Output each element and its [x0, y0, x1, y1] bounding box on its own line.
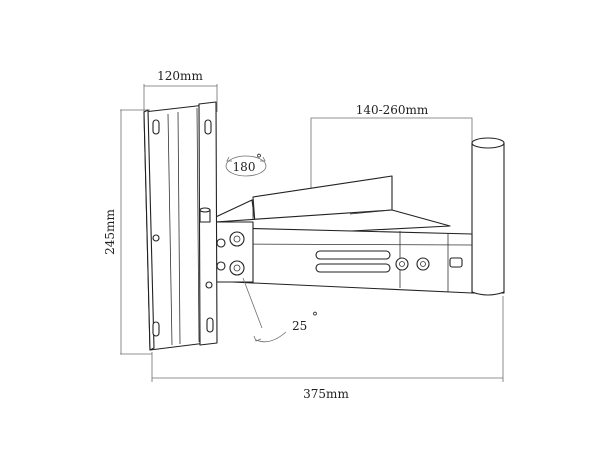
wall-plate	[143, 101, 218, 351]
extension-label: 140-260mm	[356, 103, 429, 117]
dimension-depth: 375mm	[151, 296, 504, 401]
swivel-angle-annotation: 180 °	[225, 152, 267, 177]
mounting-pole	[471, 137, 505, 296]
swivel-pin	[199, 207, 211, 223]
tilt-value: 25	[292, 319, 307, 333]
arm-bolts	[395, 257, 463, 271]
dimension-width-120: 120mm	[143, 69, 218, 112]
swivel-degree: °	[256, 152, 262, 166]
width-label: 120mm	[157, 69, 203, 83]
telescopic-arm	[231, 227, 473, 294]
swivel-value: 180	[233, 160, 256, 174]
tilt-angle-annotation: 25 °	[242, 277, 318, 343]
height-label: 245mm	[103, 209, 117, 255]
depth-label: 375mm	[303, 387, 349, 401]
dimension-height: 245mm	[103, 109, 152, 355]
tilt-degree: °	[312, 310, 318, 324]
